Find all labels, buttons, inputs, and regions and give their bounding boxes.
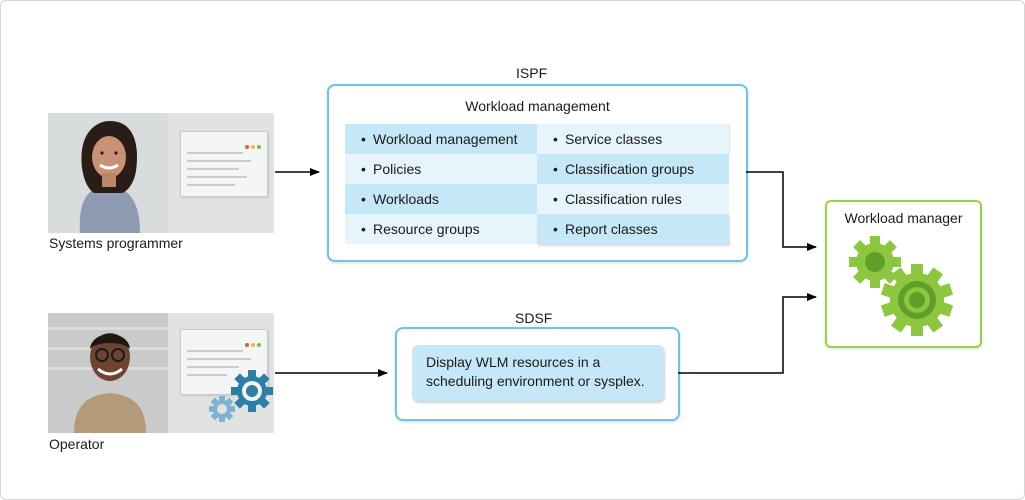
ispf-item: •Service classes [537,124,729,154]
ispf-title: Workload management [465,98,610,114]
operator-photo [48,313,274,433]
sdsf-label: SDSF [515,310,553,326]
ispf-item: •Resource groups [345,214,537,244]
ispf-item: •Classification groups [537,154,729,184]
sdsf-box: Display WLM resources in a scheduling en… [395,327,680,421]
arrow-icon [678,293,817,374]
operator-portrait [48,313,168,433]
systems-programmer-photo [48,113,274,233]
systems-programmer-portrait [48,113,168,233]
sdsf-description-line: scheduling environment or sysplex. [426,373,645,389]
systems-programmer-caption: Systems programmer [49,235,183,251]
arrow-icon [746,171,817,251]
window-icon [180,131,268,197]
ispf-box: Workload management •Workload management… [327,84,748,262]
ispf-label: ISPF [516,65,548,81]
gears-icon [209,370,273,422]
sdsf-description: Display WLM resources in a scheduling en… [412,345,664,401]
ispf-item: •Classification rules [537,184,729,214]
gears-icon [849,236,954,336]
ispf-item: •Workloads [345,184,537,214]
sdsf-description-line: Display WLM resources in a [426,354,601,370]
operator-caption: Operator [49,436,105,452]
workload-manager-title: Workload manager [844,210,963,226]
ispf-item: •Report classes [537,214,729,244]
ispf-item: •Workload management [345,124,537,154]
ispf-item: •Policies [345,154,537,184]
workload-manager-box: Workload manager [825,200,982,348]
